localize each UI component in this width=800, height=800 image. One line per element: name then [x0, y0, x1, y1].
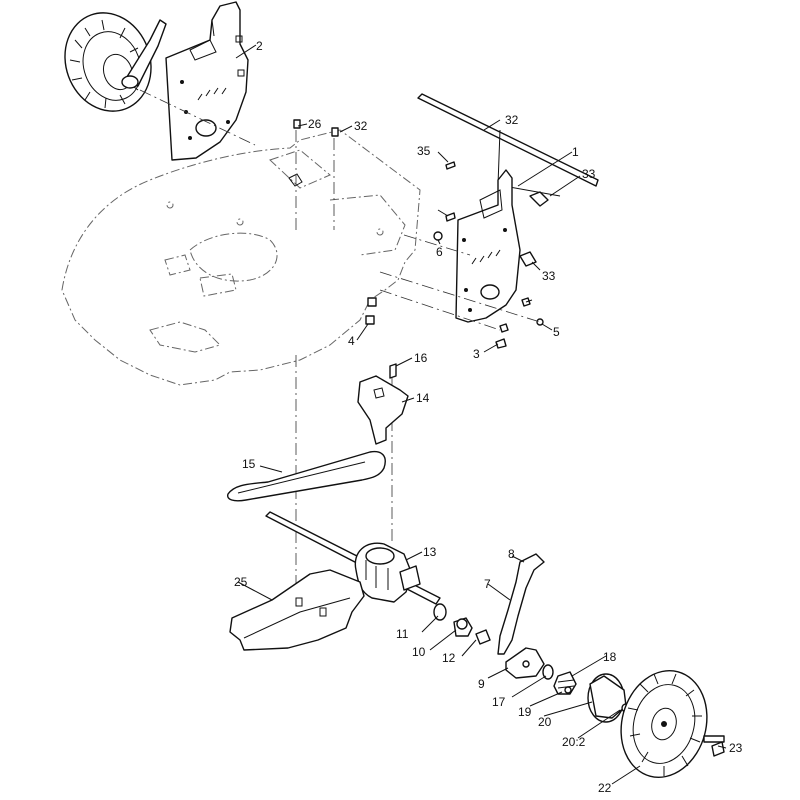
drive-belt [227, 450, 386, 502]
callout-20: 20 [538, 715, 552, 729]
callout-3: 3 [473, 347, 480, 361]
lever [497, 553, 545, 679]
callout-23: 23 [729, 741, 743, 755]
transmission-cover [229, 569, 365, 651]
callout-20-2: 20:2 [562, 735, 586, 749]
callout-15: 15 [242, 457, 256, 471]
callout-leaders [235, 44, 727, 785]
callout-18: 18 [603, 650, 617, 664]
callout-4: 4 [348, 334, 355, 348]
callout-6: 6 [436, 245, 443, 259]
callout-25-right: 32 [354, 119, 368, 133]
callout-17: 17 [492, 695, 506, 709]
callout-11: 11 [396, 627, 409, 641]
callout-10: 10 [412, 645, 426, 659]
wheel-gear-components [542, 664, 631, 723]
callout-5: 5 [553, 325, 560, 339]
callout-24: 25 [234, 575, 248, 589]
callout-12: 12 [442, 651, 456, 665]
wheel-bolt [703, 735, 725, 757]
callout-14: 14 [416, 391, 430, 405]
rear-wheel [64, 12, 167, 112]
front-wheel [620, 670, 708, 778]
bracket-right [455, 169, 549, 323]
callout-33-upper: 35 [417, 144, 431, 158]
callout-9: 9 [478, 677, 485, 691]
callout-13: 13 [423, 545, 437, 559]
bolts-25 [288, 119, 339, 187]
callout-2: 2 [256, 39, 263, 53]
callout-32-lower: 33 [542, 269, 556, 283]
callout-8: 8 [508, 547, 515, 561]
bracket-left [165, 1, 249, 161]
mower-deck [61, 129, 421, 386]
shaft-components [433, 603, 491, 645]
callout-22: 22 [598, 781, 612, 795]
assembly-axis-lines [139, 89, 541, 600]
callout-25-left: 26 [308, 117, 322, 131]
callout-32-upper: 33 [582, 167, 596, 181]
callout-labels: 2 26 32 32 1 33 35 6 33 5 3 4 16 14 15 1… [234, 39, 743, 795]
callout-7: 7 [484, 577, 491, 591]
callout-19: 19 [518, 705, 532, 719]
callout-1: 1 [572, 145, 579, 159]
transmission [265, 511, 441, 605]
callout-16: 16 [414, 351, 428, 365]
pivot-bracket [357, 363, 409, 445]
callout-26: 32 [505, 113, 519, 127]
